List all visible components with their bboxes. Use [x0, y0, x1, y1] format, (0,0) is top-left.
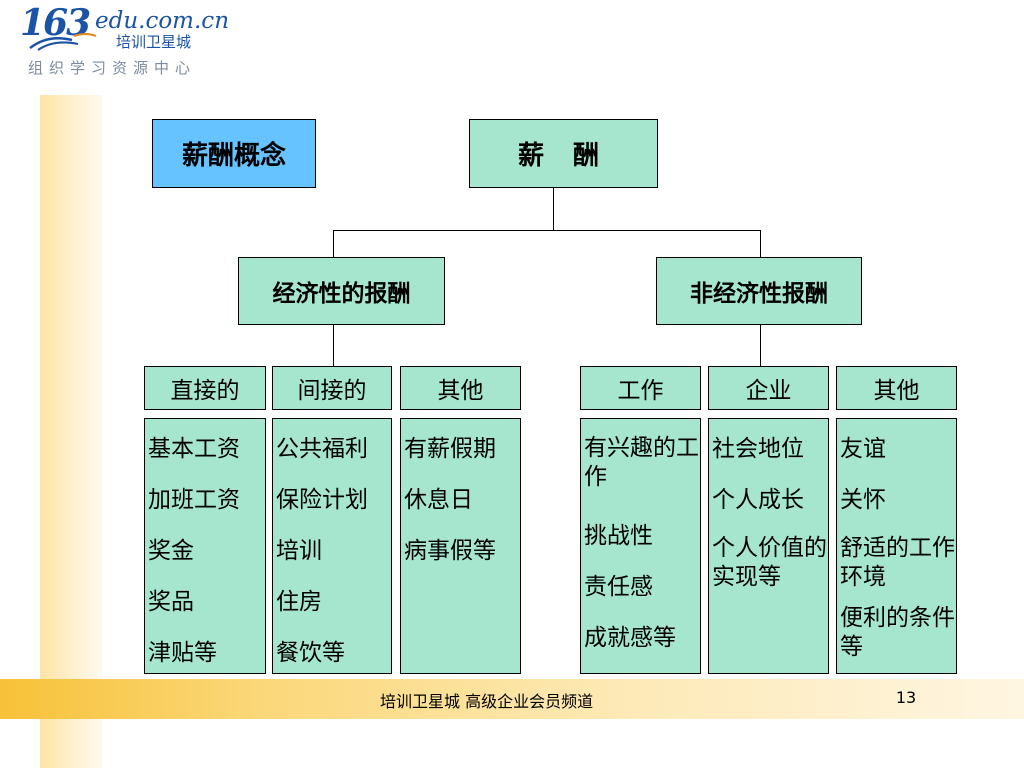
list-item: 舒适的工作环境: [840, 535, 955, 590]
detail-direct: 基本工资 加班工资 奖金 奖品 津贴等: [144, 418, 266, 674]
detail-work: 有兴趣的工作 挑战性 责任感 成就感等: [580, 418, 701, 674]
list-item: 个人价值的实现等: [712, 535, 827, 590]
root-node-salary: 薪 酬: [469, 119, 658, 188]
node-economic-reward: 经济性的报酬: [238, 257, 445, 325]
detail-non-economic-other: 友谊 关怀 舒适的工作环境 便利的条件等: [836, 418, 957, 674]
category-non-economic-other: 其他: [836, 366, 957, 410]
category-work: 工作: [580, 366, 701, 410]
logo-number: 163: [20, 2, 91, 44]
list-item: 加班工资: [148, 487, 240, 513]
connector-noneconomic-children: [760, 324, 761, 366]
decorative-footer-stripe: [0, 679, 1024, 719]
connector-root-down: [553, 188, 554, 230]
detail-indirect: 公共福利 保险计划 培训 住房 餐饮等: [272, 418, 392, 674]
connector-level2-horizontal: [333, 230, 761, 231]
list-item: 培训: [276, 538, 322, 564]
list-item: 有兴趣的工作: [584, 435, 699, 490]
list-item: 住房: [276, 589, 322, 615]
footer-text: 培训卫星城 高级企业会员频道: [380, 692, 594, 711]
logo-domain: edu.com.cn: [95, 8, 230, 34]
category-enterprise: 企业: [708, 366, 829, 410]
list-item: 有薪假期: [404, 436, 496, 462]
list-item: 责任感: [584, 574, 653, 600]
category-indirect: 间接的: [272, 366, 392, 410]
list-item: 关怀: [840, 487, 886, 513]
detail-economic-other: 有薪假期 休息日 病事假等: [400, 418, 521, 674]
page-number: 13: [895, 688, 917, 707]
list-item: 社会地位: [712, 436, 804, 462]
category-economic-other: 其他: [400, 366, 521, 410]
logo-tagline: 组织学习资源中心: [28, 59, 197, 77]
list-item: 基本工资: [148, 436, 240, 462]
decorative-vertical-stripe: [40, 95, 102, 768]
list-item: 津贴等: [148, 640, 217, 666]
detail-enterprise: 社会地位 个人成长 个人价值的实现等: [708, 418, 829, 674]
list-item: 个人成长: [712, 487, 804, 513]
concept-label-box: 薪酬概念: [152, 119, 316, 188]
logo-swoosh-icon: [29, 33, 97, 51]
connector-economic-down: [333, 230, 334, 258]
list-item: 保险计划: [276, 487, 368, 513]
list-item: 公共福利: [276, 436, 368, 462]
node-non-economic-reward: 非经济性报酬: [656, 257, 862, 325]
list-item: 奖金: [148, 538, 194, 564]
list-item: 便利的条件等: [840, 605, 955, 660]
list-item: 挑战性: [584, 523, 653, 549]
list-item: 休息日: [404, 487, 473, 513]
connector-economic-children: [333, 324, 334, 366]
logo-brand: 培训卫星城: [116, 33, 192, 51]
category-direct: 直接的: [144, 366, 266, 410]
list-item: 奖品: [148, 589, 194, 615]
list-item: 成就感等: [584, 625, 676, 651]
connector-noneconomic-down: [760, 230, 761, 258]
list-item: 餐饮等: [276, 640, 345, 666]
list-item: 友谊: [840, 436, 886, 462]
list-item: 病事假等: [404, 538, 496, 564]
